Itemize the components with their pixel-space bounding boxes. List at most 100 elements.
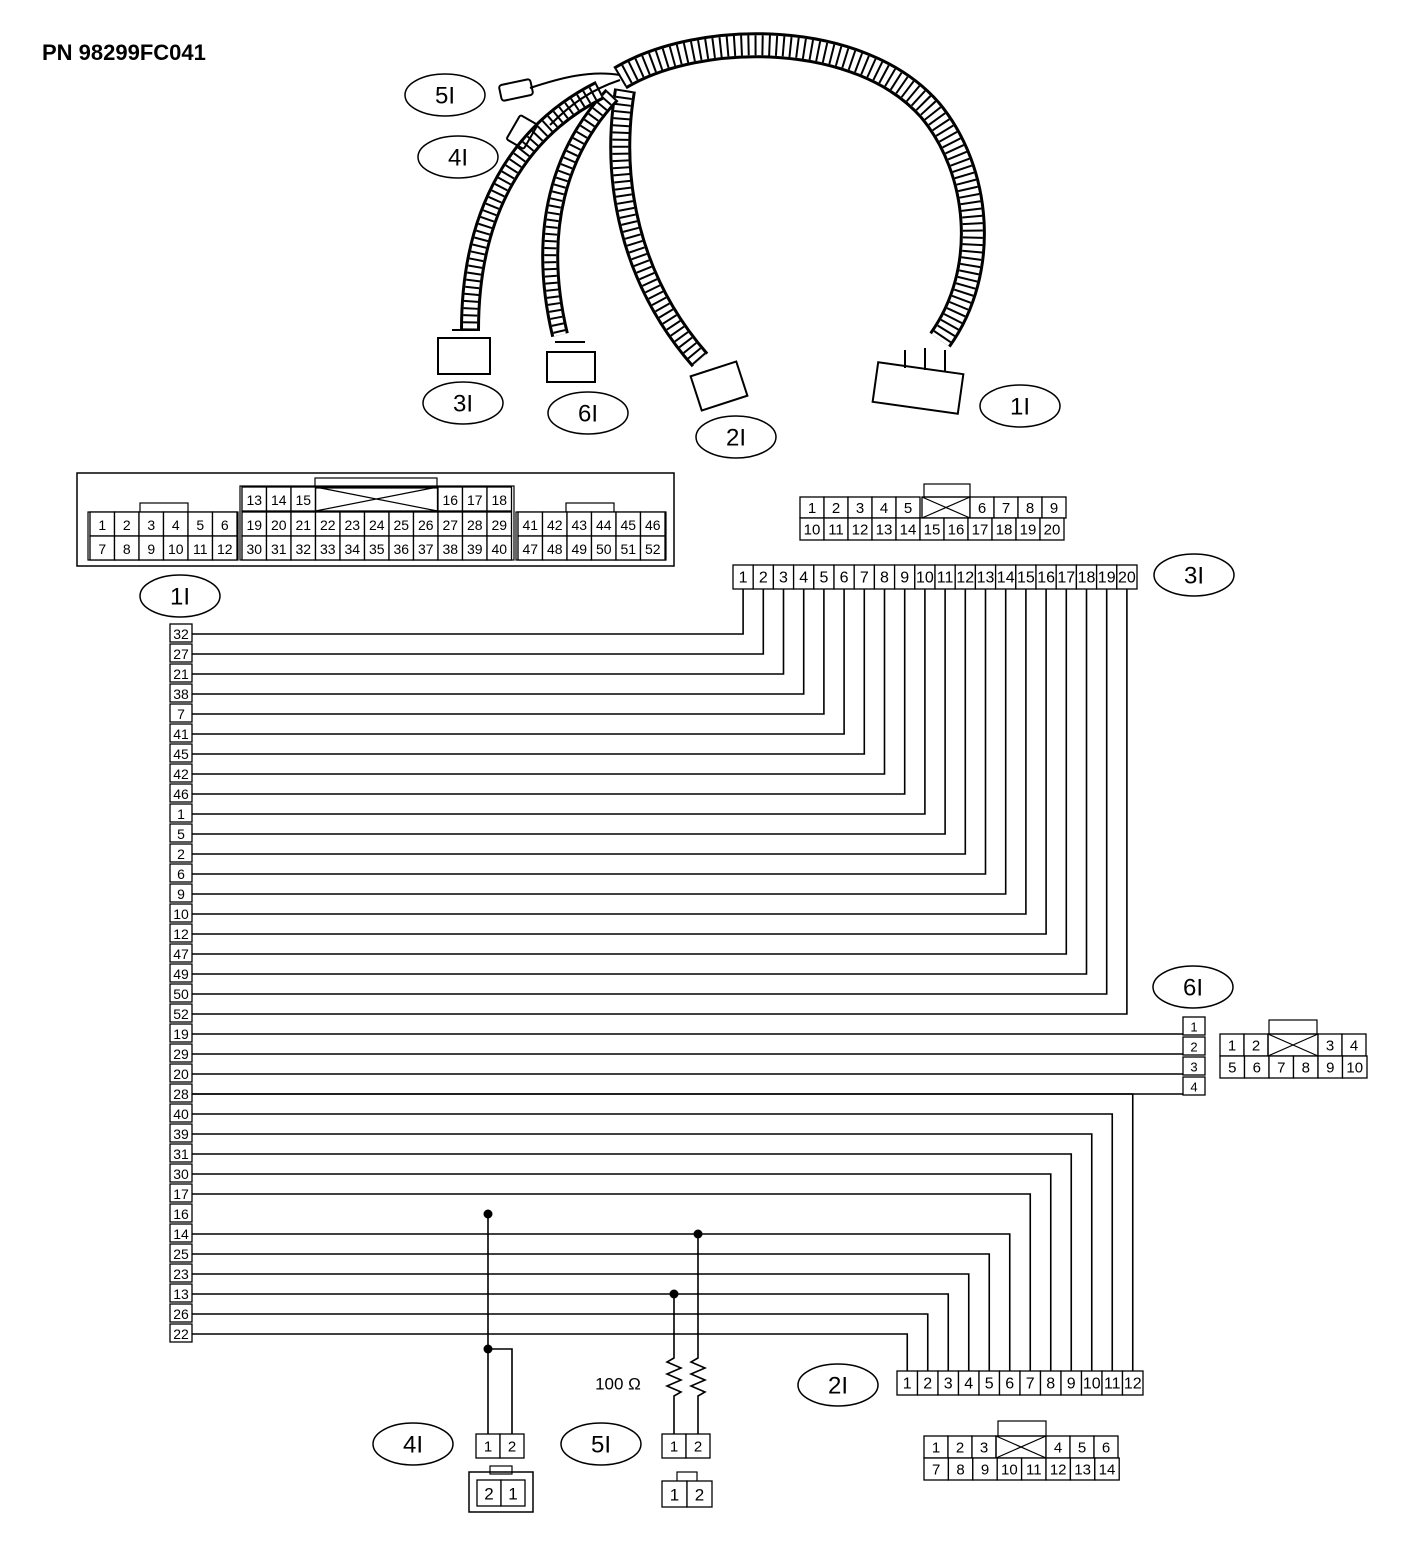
strip3-pin-13: 13 xyxy=(974,564,997,590)
pin-cell-border xyxy=(169,1003,193,1023)
strip2-pin-9: 9 xyxy=(1060,1370,1083,1396)
pin-cell: 7 xyxy=(1268,1055,1295,1079)
pin-number: 8 xyxy=(1026,500,1034,517)
pin-cell: 17 xyxy=(967,517,993,541)
pin-number: 16 xyxy=(1037,570,1055,587)
trunk-pin-16: 16 xyxy=(169,1203,193,1223)
pin-number: 10 xyxy=(168,541,184,557)
pin-number: 41 xyxy=(522,517,538,533)
pin-number: 38 xyxy=(173,686,189,702)
pin-number: 47 xyxy=(173,946,189,962)
pin-number: 27 xyxy=(173,646,189,662)
pin-cell-border xyxy=(169,1163,193,1183)
pin-number: 6 xyxy=(840,570,849,587)
pin-number: 10 xyxy=(1346,1060,1363,1077)
pin-number: 13 xyxy=(876,522,893,539)
pin-cell-border xyxy=(211,535,238,561)
resistor-value-label: 100 Ω xyxy=(595,1375,641,1394)
strip3-pin-18: 18 xyxy=(1075,564,1098,590)
pin-cell: 44 xyxy=(590,511,617,537)
pin-number: 30 xyxy=(173,1166,189,1182)
strip2-pin-2: 2 xyxy=(916,1370,939,1396)
pin-number: 8 xyxy=(1302,1060,1310,1077)
pin-cell: 12 xyxy=(211,535,238,561)
connector-3I-label: 3I xyxy=(1153,553,1235,597)
connector-label-ellipse xyxy=(417,135,499,179)
pin-cell: 29 xyxy=(486,511,513,537)
strip3-pin-15: 15 xyxy=(1015,564,1037,590)
pin-number: 5 xyxy=(904,500,912,517)
splice-dot xyxy=(693,1229,703,1239)
pin-cell: 37 xyxy=(412,535,439,561)
pin-cell: 14 xyxy=(895,517,921,541)
trunk-pin-52: 52 xyxy=(169,1003,193,1023)
pin-number: 9 xyxy=(177,886,185,902)
key-cross-line xyxy=(315,486,438,512)
pin-cell: 17 xyxy=(461,486,488,512)
pin-number: 1 xyxy=(808,500,816,517)
pin-cell: 33 xyxy=(314,535,341,561)
pin-cell-border xyxy=(437,486,464,512)
pin-number: 28 xyxy=(173,1086,189,1102)
pin-number: 1 xyxy=(508,1485,517,1504)
pin-cell-border xyxy=(265,486,292,512)
strip3-pin-1: 1 xyxy=(732,564,754,590)
wire-2I-8 xyxy=(192,1173,1052,1371)
pin-cell-border xyxy=(566,535,593,561)
pin-number: 8 xyxy=(123,541,131,557)
wire-2I-2 xyxy=(192,1313,929,1371)
pin-cell: 1 xyxy=(500,1479,526,1507)
wire-3I-2 xyxy=(192,589,765,655)
pin-number: 10 xyxy=(1083,1376,1101,1393)
trunk-pin-40: 40 xyxy=(169,1103,193,1123)
pin-cell-border xyxy=(290,486,317,512)
wire-2I-11 xyxy=(192,1113,1114,1371)
pin-number: 2 xyxy=(956,1440,964,1457)
trunk-pin-9: 9 xyxy=(169,883,193,903)
pin-number: 12 xyxy=(852,522,869,539)
pin-cell: 18 xyxy=(991,517,1017,541)
pin-number: 46 xyxy=(173,786,189,802)
pin-cell-border xyxy=(566,511,593,537)
wire-2I-6 xyxy=(192,1233,1011,1371)
pin-cell: 10 xyxy=(162,535,189,561)
wire-3I-4 xyxy=(192,589,805,695)
pin-number: 48 xyxy=(547,541,563,557)
connector-1I-latch xyxy=(314,477,438,489)
strip3-pin-6: 6 xyxy=(833,564,855,590)
trunk-pin-2: 2 xyxy=(169,843,193,863)
pin-number: 31 xyxy=(271,541,287,557)
pin-cell-border xyxy=(363,535,390,561)
pin-cell: 21 xyxy=(290,511,317,537)
pin-number: 1 xyxy=(903,1376,912,1393)
trunk-pin-19: 19 xyxy=(169,1023,193,1043)
pin-number: 42 xyxy=(173,766,189,782)
pin-cell: 14 xyxy=(1094,1457,1120,1481)
pin-cell-border xyxy=(169,803,193,823)
trunk-pin-50: 50 xyxy=(169,983,193,1003)
pin-cell-border xyxy=(169,1323,193,1343)
wire-2I-1 xyxy=(192,1333,909,1371)
pin-cell: 11 xyxy=(1020,1457,1047,1481)
pin-number: 10 xyxy=(804,522,821,539)
strip2-pin-7: 7 xyxy=(1019,1370,1042,1396)
pin-number: 12 xyxy=(173,926,189,942)
pin-cell: 8 xyxy=(1017,496,1043,519)
pin-cell-border xyxy=(169,1303,193,1323)
pin-number: 19 xyxy=(1098,570,1116,587)
strip3-pin-2: 2 xyxy=(752,564,775,590)
pin-number: 9 xyxy=(1067,1376,1076,1393)
pin-number: 52 xyxy=(645,541,661,557)
pin-number: 34 xyxy=(344,541,360,557)
connector-3I-latch xyxy=(923,483,971,498)
pin-number: 2 xyxy=(759,570,768,587)
pin-cell-border xyxy=(500,1479,526,1507)
trunk-pin-29: 29 xyxy=(169,1043,193,1063)
wire-2I-4 xyxy=(192,1273,970,1371)
pin-cell: 43 xyxy=(566,511,593,537)
pin-number: 5 xyxy=(985,1376,994,1393)
pin-cell-border xyxy=(412,535,439,561)
